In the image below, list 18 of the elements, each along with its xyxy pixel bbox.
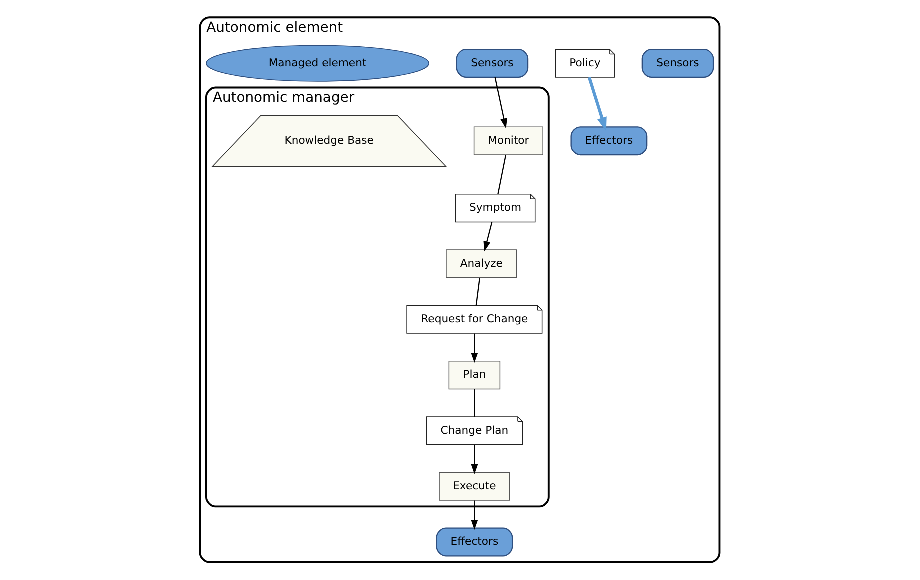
arrow xyxy=(484,222,493,252)
arrow xyxy=(471,445,478,474)
node-box: Analyze xyxy=(446,250,518,278)
connector xyxy=(498,155,507,194)
node-box: Sensors xyxy=(456,49,529,78)
arrow xyxy=(471,334,478,364)
node-box: Execute xyxy=(439,472,510,501)
node-box: Sensors xyxy=(642,49,714,78)
node-box: Effectors xyxy=(570,126,648,156)
arrow xyxy=(588,77,607,132)
node-ellipse: Managed element xyxy=(206,45,430,82)
node-box: Monitor xyxy=(474,126,544,156)
node-box: Plan xyxy=(448,360,501,390)
node-box: Effectors xyxy=(436,528,514,557)
arrow xyxy=(494,77,508,129)
connector xyxy=(474,389,476,417)
connector xyxy=(476,278,480,306)
arrow xyxy=(471,500,478,530)
